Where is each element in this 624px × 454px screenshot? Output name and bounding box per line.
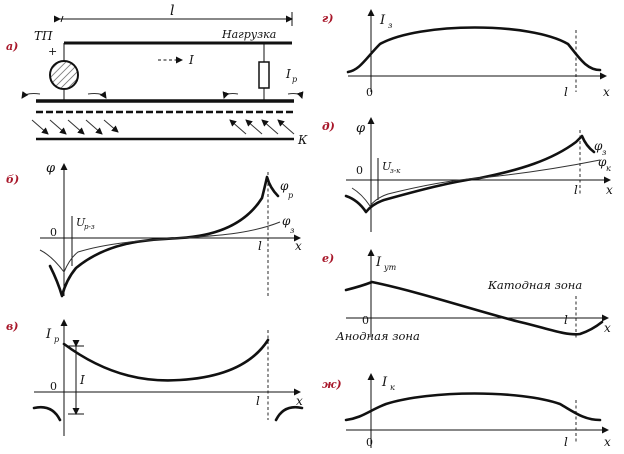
leak-arrow-3 [222, 91, 239, 99]
axis-x-label: x [604, 321, 611, 335]
curve-series-1 [344, 134, 596, 214]
ground-arrow-8 [261, 119, 279, 135]
series-1-sub: з [602, 148, 606, 157]
panel-e: е) I ут 0 x l Катодная зона Анодная зона [322, 249, 611, 343]
axis-x-label: x [603, 85, 610, 99]
end-label: l [258, 239, 262, 253]
rail-current-sub: р [292, 75, 297, 84]
series-1-label: φ [280, 179, 289, 193]
panel-g: г) I з 0 x l [322, 9, 610, 99]
leak-arrow-1 [21, 91, 41, 99]
panel-a-letter: а) [6, 40, 18, 53]
curve-series-2 [39, 221, 281, 273]
end-label: l [564, 85, 568, 99]
zero-label: 0 [366, 86, 373, 99]
axis-x-label: x [296, 394, 303, 408]
leak-arrow-4 [287, 91, 304, 99]
axis-y-sub: к [390, 383, 395, 392]
panel-e-letter: е) [322, 252, 334, 265]
panel-zh: ж) I к 0 x l [322, 373, 611, 449]
series-1-sub: р [288, 191, 293, 200]
anode-zone-label: Анодная зона [335, 329, 420, 343]
current-label: I [79, 373, 85, 387]
panel-d: д) φ 0 x l U з-к φ з φ к [322, 117, 613, 232]
axis-x-label: x [604, 435, 611, 449]
curve-rail-current [62, 338, 270, 382]
rail-current-label: I [285, 67, 291, 81]
panel-g-letter: г) [322, 12, 333, 25]
ground-arrow-1 [31, 119, 49, 135]
load-label: Нагрузка [221, 28, 276, 41]
voltage-sub: р-з [84, 223, 95, 231]
panel-b: б) φ 0 x l U р-з φ р φ з [6, 161, 302, 298]
series-1-label: φ [594, 139, 603, 153]
curve-structure-current [344, 392, 602, 422]
curve-leakage-current [344, 280, 604, 336]
length-label: l [170, 3, 174, 19]
end-label: l [564, 435, 568, 449]
end-label: l [574, 183, 578, 197]
ground-arrow-4 [85, 119, 103, 135]
ground-arrow-6 [229, 119, 247, 135]
curve-series-2 [351, 159, 601, 207]
axis-y-label: φ [46, 161, 56, 176]
series-2-sub: з [290, 226, 294, 235]
end-label: l [564, 313, 568, 327]
axis-y-sub: ут [383, 263, 397, 272]
panel-zh-letter: ж) [322, 378, 342, 391]
axis-y-label: I [375, 255, 382, 270]
ground-arrow-5 [103, 119, 119, 133]
panel-a: а) l ТП + - Нагрузка I I р [6, 3, 308, 147]
voltage-sub: з-к [390, 167, 401, 175]
traction-substation-symbol [49, 60, 79, 90]
ground-arrow-2 [49, 119, 67, 135]
ground-label: К [297, 133, 308, 147]
axis-y-label: I [379, 13, 386, 28]
source-label: ТП [34, 29, 53, 43]
panel-v-letter: в) [6, 320, 18, 333]
series-2-label: φ [598, 155, 607, 169]
zero-label: 0 [356, 164, 363, 177]
axis-y-label: I [381, 375, 388, 390]
curve-rail-current-left [32, 405, 62, 422]
zero-label: 0 [50, 380, 57, 393]
voltage-label: U [382, 160, 392, 173]
curve-leakage-current [346, 26, 602, 74]
axis-y-label: φ [356, 121, 366, 136]
ground-arrow-3 [67, 119, 85, 135]
zero-label: 0 [366, 436, 373, 449]
series-2-label: φ [282, 214, 291, 228]
axis-y-sub: з [388, 21, 392, 30]
panel-v: в) I р 0 x l I [6, 319, 304, 436]
end-label: l [256, 394, 260, 408]
axis-y-label: I [45, 327, 52, 342]
ground-arrow-7 [245, 119, 263, 135]
cathode-zone-label: Катодная зона [487, 278, 582, 292]
leak-arrow-2 [87, 91, 107, 99]
load-resistor [258, 61, 270, 89]
current-label: I [188, 53, 194, 67]
axis-x-label: x [295, 239, 302, 253]
voltage-label: U [76, 216, 86, 229]
plus-sign: + [48, 45, 57, 58]
axis-y-sub: р [54, 335, 59, 344]
curve-series-1 [48, 175, 280, 298]
zero-label: 0 [50, 226, 57, 239]
ground-arrow-9 [277, 119, 295, 135]
panel-d-letter: д) [322, 120, 335, 133]
panel-b-letter: б) [6, 173, 19, 186]
series-2-sub: к [606, 164, 611, 173]
zero-label: 0 [362, 314, 369, 327]
axis-x-label: x [606, 183, 613, 197]
curve-rail-current-right [274, 405, 304, 422]
